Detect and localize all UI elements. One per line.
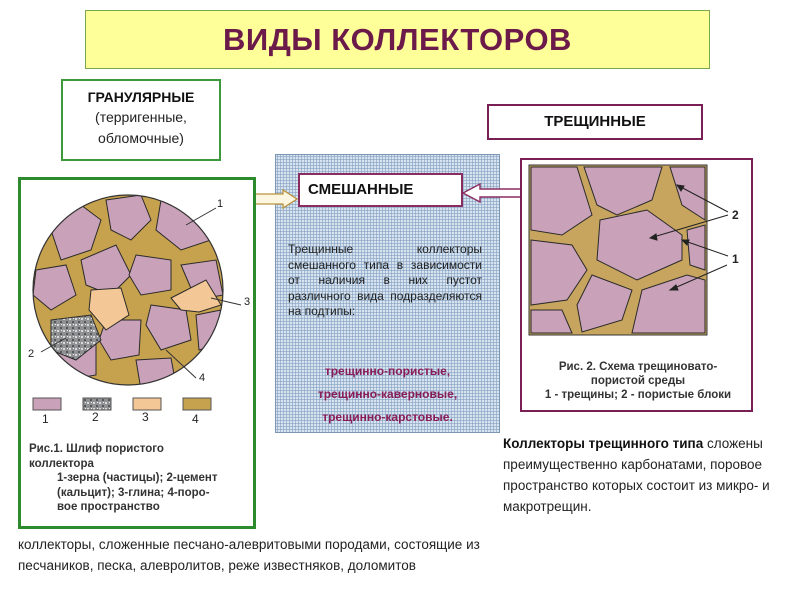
subtype-item: трещинно-карстовые. [280, 406, 495, 429]
caption-line: (кальцит); 3-глина; 4-поро- [29, 486, 249, 501]
legend-label: 3 [142, 410, 149, 424]
caption-line: коллектора [29, 457, 249, 472]
caption-line: пористой среды [528, 374, 748, 388]
figure2-caption: Рис. 2. Схема трещиновато- пористой сред… [528, 360, 748, 402]
caption-line: вое пространство [29, 500, 249, 515]
callout-label: 2 [732, 208, 739, 222]
granular-title: ГРАНУЛЯРНЫЕ [63, 87, 219, 107]
legend-label: 1 [42, 412, 49, 426]
legend-label: 2 [92, 410, 99, 424]
caption-line: 1-зерна (частицы); 2-цемент [29, 471, 249, 486]
arrow-left-icon [463, 184, 527, 202]
fracture-description-title: Коллекторы трещинного типа [503, 436, 703, 451]
fracture-label-box: ТРЕЩИННЫЕ [487, 104, 703, 140]
mixed-description: Трещинные коллекторы смешанного типа в з… [288, 242, 482, 320]
caption-line: Рис.1. Шлиф пористого [29, 442, 249, 457]
fracture-description: Коллекторы трещинного типа сложены преим… [503, 433, 795, 517]
callout-label: 1 [732, 252, 739, 266]
granular-subtitle: (терригенные, обломочные) [63, 107, 219, 149]
mixed-label-box: СМЕШАННЫЕ [298, 173, 463, 207]
fracture-figure: 2 1 Рис. 2. Схема трещиновато- пористой … [520, 158, 753, 412]
granular-description: коллекторы, сложенные песчано-алевритовы… [18, 534, 498, 576]
title-banner: ВИДЫ КОЛЛЕКТОРОВ [85, 10, 710, 69]
caption-line: 1 - трещины; 2 - пористые блоки [528, 388, 748, 402]
fracture-title: ТРЕЩИННЫЕ [489, 106, 701, 138]
page-title: ВИДЫ КОЛЛЕКТОРОВ [86, 11, 709, 68]
mixed-subtypes: трещинно-пористые, трещинно-каверновые, … [280, 360, 495, 429]
subtype-item: трещинно-пористые, [280, 360, 495, 383]
callout-label: 2 [28, 348, 34, 360]
granular-label-box: ГРАНУЛЯРНЫЕ (терригенные, обломочные) [61, 79, 221, 161]
callout-label: 4 [199, 372, 205, 384]
mixed-title: СМЕШАННЫЕ [300, 175, 461, 205]
figure1-caption: Рис.1. Шлиф пористого коллектора 1-зерна… [29, 442, 249, 515]
granular-figure: 1 2 3 4 1 2 3 4 Рис.1. Шлиф пористого ко… [18, 177, 256, 529]
callout-label: 1 [217, 198, 223, 210]
subtype-item: трещинно-каверновые, [280, 383, 495, 406]
legend-label: 4 [192, 412, 199, 426]
callout-label: 3 [244, 296, 250, 308]
caption-line: Рис. 2. Схема трещиновато- [528, 360, 748, 374]
arrow-right-icon [253, 190, 297, 208]
